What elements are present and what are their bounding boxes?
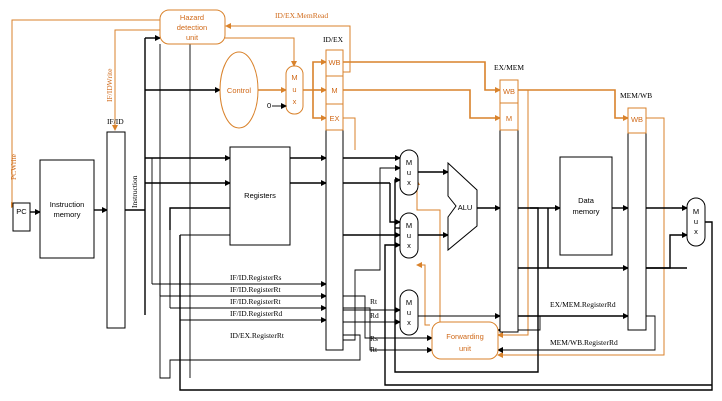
rt-label-1: Rt [370,297,378,306]
svg-text:M: M [406,158,412,167]
control-signal-lines [11,19,665,358]
svg-text:M: M [506,114,512,123]
svg-text:Registers: Registers [244,191,276,200]
if-id-rd-label: IF/ID.RegisterRd [230,309,283,318]
svg-text:memory: memory [572,207,599,216]
if-id-rt-label-2: IF/ID.RegisterRt [230,297,282,306]
svg-text:0: 0 [267,101,271,110]
mem-wb-register: WB MEM/WB [620,91,652,331]
if-id-register: IF/ID [106,117,126,329]
svg-text:Data: Data [578,196,595,205]
svg-text:PC: PC [16,207,27,216]
datapath-lines [30,35,713,391]
instruction-memory: Instruction memory [39,159,95,259]
svg-text:WB: WB [631,115,643,124]
svg-text:u: u [694,217,698,226]
rd-label: Rd [370,311,379,320]
register-field-labels: IF/ID.RegisterRs IF/ID.RegisterRt IF/ID.… [230,273,618,354]
svg-text:WB: WB [503,87,515,96]
svg-text:x: x [407,318,411,327]
svg-text:Forwarding: Forwarding [446,332,484,341]
alu-mux-b: M u x [399,212,419,259]
id-ex-memread-label: ID/EX.MemRead [275,11,328,20]
svg-text:x: x [407,178,411,187]
svg-text:u: u [407,168,411,177]
svg-text:u: u [407,231,411,240]
svg-text:Instruction: Instruction [50,200,85,209]
svg-text:M: M [291,73,297,82]
mem-wb-rd-label: MEM/WB.RegisterRd [550,338,618,347]
svg-text:detection: detection [177,23,207,32]
pc-register: PC [12,202,31,232]
instruction-label: Instruction [130,175,139,208]
data-memory: Data memory [559,156,613,256]
if-id-rs-label: IF/ID.RegisterRs [230,273,282,282]
registers-block: Registers [229,146,291,246]
svg-text:x: x [694,227,698,236]
writeback-mux: M u x [686,197,706,247]
svg-text:M: M [406,221,412,230]
alu: ALU [447,161,478,252]
svg-text:ID/EX: ID/EX [323,35,344,44]
ex-mem-register: WB M EX/MEM [494,63,524,333]
svg-text:Hazard: Hazard [180,13,204,22]
svg-text:ALU: ALU [458,203,473,212]
control-unit: Control [219,51,259,129]
svg-text:u: u [407,308,411,317]
svg-text:IF/ID: IF/ID [107,117,124,126]
svg-text:Control: Control [227,86,252,95]
svg-text:MEM/WB: MEM/WB [620,91,652,100]
regdst-mux: M u x [399,289,419,336]
id-ex-rt-label: ID/EX.RegisterRt [230,331,285,340]
ex-mem-rd-label: EX/MEM.RegisterRd [550,300,616,309]
svg-text:EX: EX [329,114,339,123]
svg-text:M: M [406,298,412,307]
hazard-detection-unit: Hazard detection unit [159,9,226,45]
rs-label: Rs [370,334,378,343]
ifidwrite-label: IF/IDWrite [105,68,114,102]
svg-text:memory: memory [53,210,80,219]
svg-text:unit: unit [186,33,199,42]
svg-text:x: x [407,241,411,250]
svg-text:unit: unit [459,344,472,353]
svg-text:WB: WB [328,58,340,67]
svg-text:EX/MEM: EX/MEM [494,63,524,72]
alu-mux-a: M u x [399,149,419,196]
forwarding-unit: Forwarding unit [431,321,499,360]
svg-text:M: M [331,86,337,95]
svg-text:u: u [292,85,296,94]
if-id-rt-label-1: IF/ID.RegisterRt [230,285,282,294]
control-mux: M u x 0 [267,65,304,115]
pcwrite-label: PCWrite [9,153,18,180]
id-ex-register: WB M EX ID/EX [323,35,344,351]
svg-text:M: M [693,207,699,216]
rt-label-2: Rt [370,345,378,354]
svg-text:x: x [293,97,297,106]
